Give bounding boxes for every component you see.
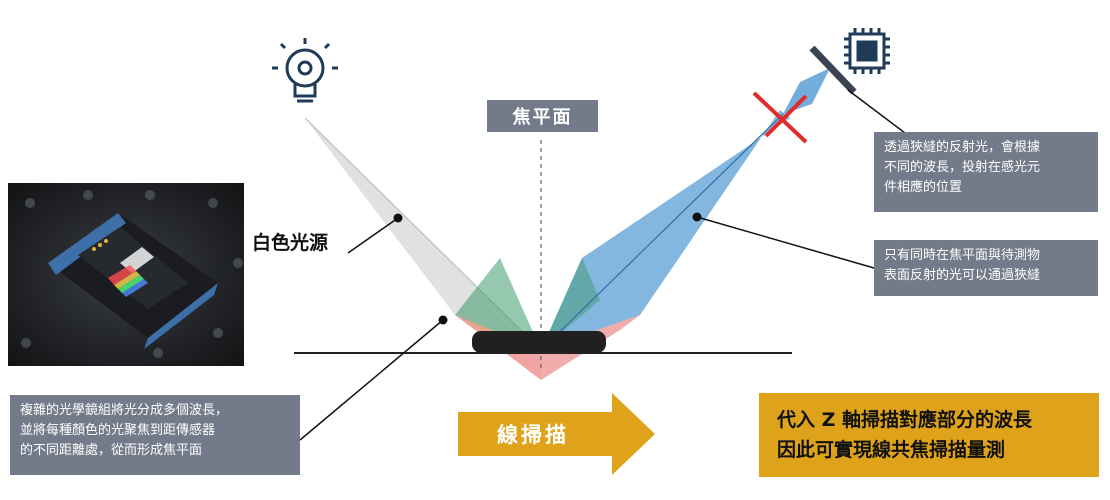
spectrum-green bbox=[455, 258, 541, 350]
leader-line bbox=[847, 89, 906, 134]
leader-line bbox=[696, 216, 875, 269]
slit-mark bbox=[764, 94, 808, 138]
summary-box: 代入 Z 軸掃描對應部分的波長 因此可實現線共焦掃描量測 bbox=[759, 393, 1099, 477]
summary-line: 因此可實現線共焦掃描量測 bbox=[777, 439, 1006, 461]
focal-plane-label: 焦平面 bbox=[487, 100, 598, 132]
slit-note-line: 只有同時在焦平面與待測物 bbox=[884, 248, 1041, 263]
slit-note: 只有同時在焦平面與待測物 表面反射的光可以通過狹縫 bbox=[874, 240, 1098, 296]
leader-line bbox=[299, 319, 444, 441]
reflection-note-line: 透過狹縫的反射光，會根據 bbox=[884, 140, 1041, 155]
reflected-spectrum-green bbox=[541, 258, 600, 350]
leader-dot bbox=[692, 212, 702, 222]
reflection-note-line: 件相應的位置 bbox=[884, 180, 963, 195]
chip-sensor-icon bbox=[844, 28, 890, 74]
scan-label: 線掃描 bbox=[497, 423, 569, 447]
leader-line bbox=[347, 217, 399, 254]
optics-note-line: 並將每種顏色的光聚焦到距傳感器 bbox=[20, 423, 216, 438]
slit-to-sensor-beam bbox=[783, 68, 830, 114]
summary-line: 代入 Z 軸掃描對應部分的波長 bbox=[777, 409, 1033, 431]
reflection-note: 透過狹縫的反射光，會根據 不同的波長，投射在感光元 件相應的位置 bbox=[874, 132, 1098, 212]
reflected-ray bbox=[540, 113, 784, 351]
slit-mark bbox=[752, 91, 808, 144]
reflection-note-line: 不同的波長，投射在感光元 bbox=[884, 160, 1041, 175]
scan-arrow bbox=[458, 393, 655, 475]
sample-object bbox=[472, 331, 606, 353]
lightbulb-gear-icon bbox=[272, 38, 338, 103]
optics-note-line: 複雜的光學鏡組將光分成多個波長， bbox=[20, 403, 229, 418]
leader-dot bbox=[393, 213, 403, 223]
sensor-product-photo bbox=[8, 183, 244, 366]
white-light-label: 白色光源 bbox=[252, 232, 329, 254]
leader-dot bbox=[438, 315, 448, 325]
sensor-bar bbox=[809, 45, 857, 95]
slit-note-line: 表面反射的光可以通過狹縫 bbox=[884, 268, 1041, 283]
optics-note: 複雜的光學鏡組將光分成多個波長， 並將每種顏色的光聚焦到距傳感器 的不同距離處，… bbox=[10, 395, 300, 475]
optics-note-line: 的不同距離處，從而形成焦平面 bbox=[20, 443, 203, 458]
